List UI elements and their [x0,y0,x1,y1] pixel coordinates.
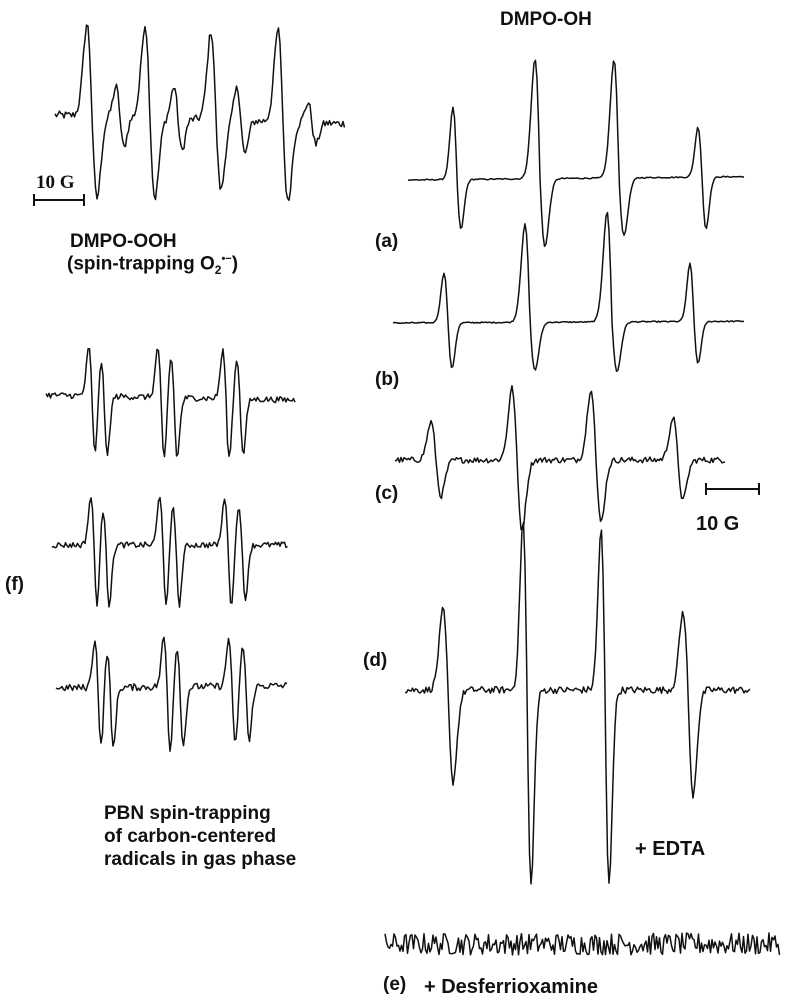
dmpo-ooh-subtitle: (spin-trapping O2•−) [67,253,239,278]
scale-bar-left [33,194,85,206]
edta-annotation: + EDTA [635,838,706,860]
pbn-caption-line-2: of carbon-centered [104,826,277,847]
spectrum-f-3 [55,636,288,752]
spectrum-e [384,932,781,956]
dmpo-ooh-title: DMPO-OOH [70,231,177,252]
panel-label-c: (c) [375,483,399,504]
panel-label-b: (b) [375,369,400,390]
pbn-caption-line-3: radicals in gas phase [104,849,297,870]
desferrioxamine-annotation: + Desferrioxamine [424,976,598,998]
spectrum-d [404,521,751,885]
scale-bar-right [705,483,760,495]
panel-label-e: (e) [383,974,407,995]
spectrum-c [394,384,726,531]
scale-label-left: 10 G [36,172,75,193]
scale-label-right: 10 G [696,513,740,535]
spectrum-f-1 [45,347,296,458]
pbn-caption-line-1: PBN spin-trapping [104,803,271,824]
dmpo-ooh-spectrum [54,24,346,202]
panel-label-d: (d) [363,650,388,671]
spectrum-f-2 [51,496,288,608]
panel-label-a: (a) [375,231,399,252]
spectrum-b [392,211,744,373]
dmpo-oh-title: DMPO-OH [500,9,592,30]
spectrum-a [407,59,745,248]
panel-label-f: (f) [5,574,24,595]
